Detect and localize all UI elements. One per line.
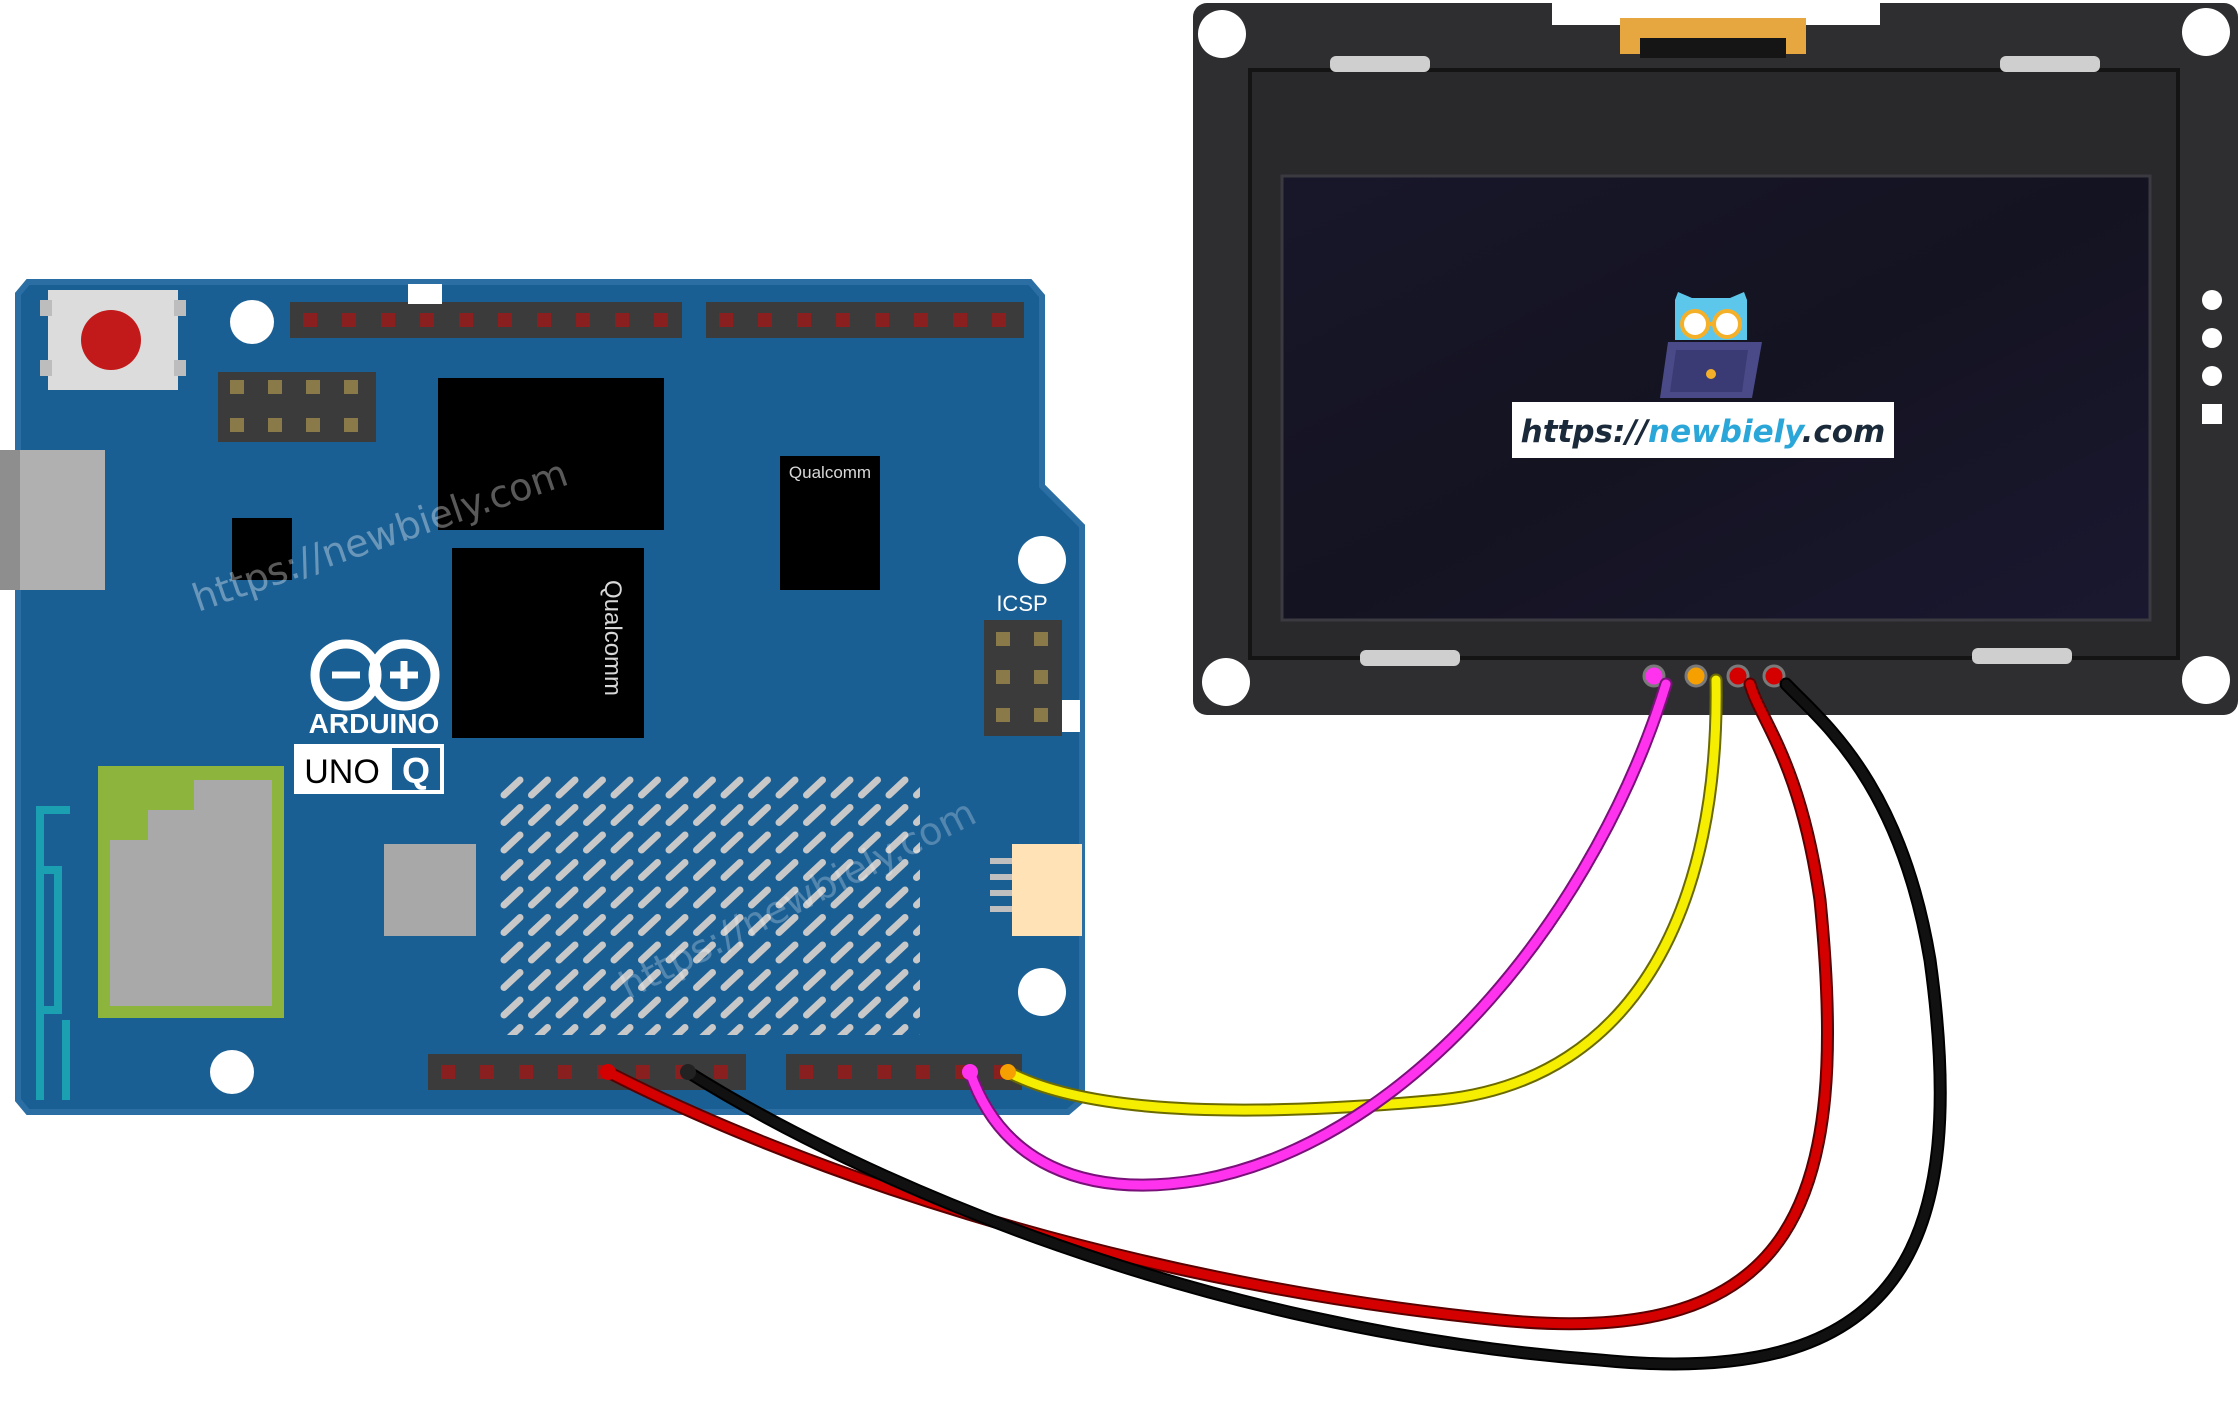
mount-hole	[210, 1050, 254, 1094]
oled-mount-hole	[2182, 8, 2230, 56]
chip-qualcomm-main	[452, 548, 644, 738]
brand-name: ARDUINO	[309, 708, 440, 739]
oled-mount-hole	[1202, 658, 1250, 706]
antenna-trace	[36, 806, 70, 1100]
wire-end-pink	[962, 1064, 978, 1080]
oled-module: https://newbiely.com	[1193, 0, 2238, 715]
side-pads	[2202, 290, 2222, 424]
oled-pins	[1642, 664, 1786, 688]
oled-mount-hole	[1198, 10, 1246, 58]
chip-brand-label: Qualcomm	[789, 463, 871, 482]
led-matrix	[500, 775, 920, 1035]
pin-gnd	[1762, 664, 1786, 688]
jtag-header	[218, 372, 376, 442]
icsp-label: ICSP	[996, 591, 1047, 616]
model-prefix: UNO	[304, 753, 380, 791]
wire-red	[603, 679, 1832, 1329]
top-header-left	[290, 284, 682, 338]
mount-hole	[1018, 968, 1066, 1016]
chip-grey	[384, 844, 476, 936]
wireless-module	[98, 766, 284, 1018]
oled-mount-hole	[2182, 656, 2230, 704]
chip-large	[438, 378, 664, 530]
wire-end-black	[680, 1064, 696, 1080]
chip-brand-label-vertical: Qualcomm	[599, 580, 626, 696]
chip-qualcomm-side	[780, 456, 880, 590]
arduino-logo: ARDUINO	[309, 639, 440, 739]
mount-hole	[230, 300, 274, 344]
mount-hole	[1018, 536, 1066, 584]
url-suffix: .com	[1802, 414, 1886, 450]
wire-yellow	[1003, 675, 1721, 1115]
model-badge-letter: Q	[402, 750, 430, 791]
reset-button	[40, 290, 186, 390]
url-text: https://newbiely.com	[1521, 414, 1886, 450]
bottom-header-analog	[786, 1054, 1022, 1090]
url-prefix: https://	[1521, 414, 1651, 450]
model-badge: UNO Q	[294, 744, 444, 794]
infinity-icon	[310, 639, 440, 711]
arduino-uno-q-board: Qualcomm Qualcomm ICSP ARDUINO	[0, 279, 1085, 1115]
icsp-header	[984, 620, 1080, 736]
pin-scl	[1684, 664, 1708, 688]
qwiic-connector	[990, 844, 1082, 936]
wires	[600, 673, 1947, 1371]
url-banner	[1512, 402, 1894, 458]
wire-pink	[965, 679, 1671, 1190]
pin-vcc	[1726, 664, 1750, 688]
wire-black	[683, 679, 1945, 1369]
wire-end-yellow	[1000, 1064, 1016, 1080]
pin-sda	[1642, 664, 1666, 688]
top-header-right	[706, 302, 1024, 338]
newbiely-owl-icon	[1660, 292, 1762, 398]
url-brand: newbiely	[1648, 414, 1806, 450]
wire-end-red	[600, 1064, 616, 1080]
chip-small	[232, 518, 292, 580]
